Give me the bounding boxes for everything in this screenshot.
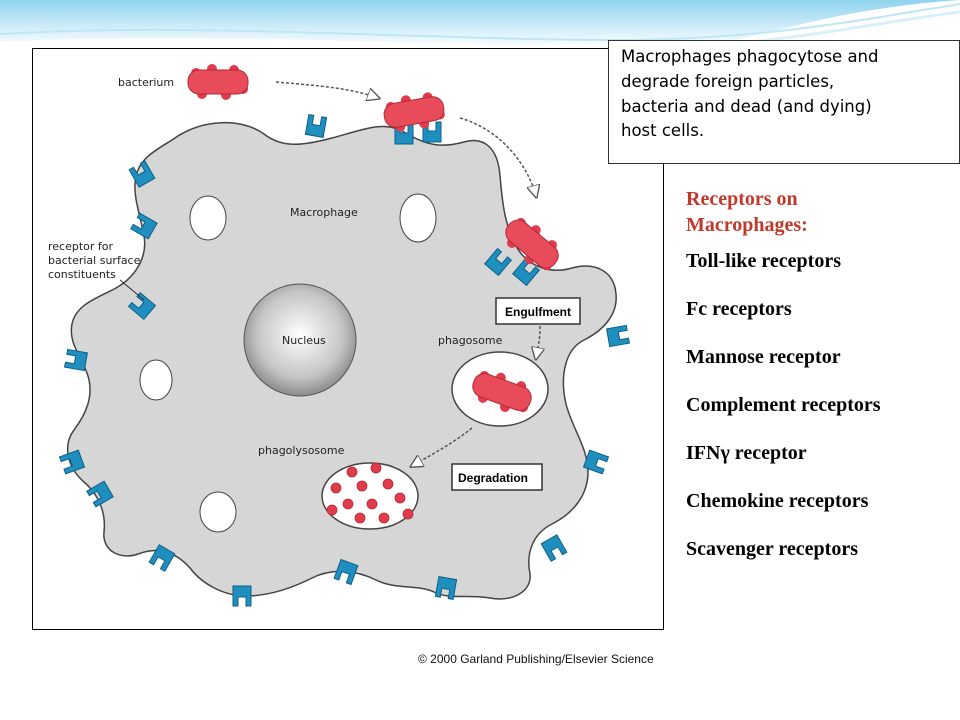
callout-line-1: Macrophages phagocytose and (621, 47, 879, 66)
nucleus-label: Nucleus (282, 334, 326, 347)
receptor-item: Complement receptors (686, 394, 881, 416)
phagosome-label: phagosome (438, 334, 503, 347)
receptor-item: Chemokine receptors (686, 490, 869, 512)
vacuole (199, 491, 237, 533)
receptor-item: Fc receptors (686, 298, 792, 320)
degraded-particles (326, 462, 414, 524)
receptor-item: Mannose receptor (686, 346, 841, 368)
copyright-notice: © 2000 Garland Publishing/Elsevier Scien… (418, 652, 654, 666)
receptor-heading-line-2: Macrophages: (686, 214, 808, 236)
degradation-box (451, 463, 543, 491)
callout-line-4: host cells. (621, 121, 705, 141)
callout-box: Macrophages phagocytose and degrade fore… (608, 40, 960, 164)
vacuole (139, 359, 173, 401)
header-wave-shape (0, 0, 960, 48)
arrow-bind (459, 117, 536, 196)
receptor-heading: Receptors on Macrophages: (686, 186, 960, 238)
receptor-label-line1: receptor for (48, 240, 114, 253)
bacterium-label: bacterium (118, 76, 174, 89)
receptor-pointer-line (119, 279, 145, 301)
receptor-item: Toll-like receptors (686, 250, 841, 272)
engulfment-box (495, 297, 581, 325)
engulfment-label: Engulfment (505, 305, 571, 319)
arrow-fuse (412, 427, 473, 466)
degradation-label: Degradation (458, 471, 528, 485)
receptor-item: Scavenger receptors (686, 538, 858, 560)
receptor-label-line2: bacterial surface (48, 254, 141, 267)
arrow-engulf (536, 325, 540, 358)
phagolysosome-label: phagolysosome (258, 444, 345, 457)
receptor-list: Receptors on Macrophages: Toll-like rece… (686, 186, 960, 584)
receptor-heading-line-1: Receptors on (686, 188, 798, 210)
nucleus (243, 283, 357, 397)
callout-line-3: bacteria and dead (and dying) (621, 96, 872, 116)
callout-line-2: degrade foreign particles, (621, 71, 835, 91)
vacuole (189, 195, 227, 241)
macrophage-label: Macrophage (290, 206, 358, 219)
phagolysosome (321, 462, 419, 530)
arrow-approach (275, 81, 378, 98)
receptor-item: IFNγ receptor (686, 442, 807, 464)
bacterium-free (187, 63, 249, 101)
vacuole (399, 193, 437, 243)
header-wave-line (0, 3, 960, 42)
receptor-label-line3: constituents (48, 268, 116, 281)
macrophage-diagram: Nucleus (48, 63, 630, 607)
